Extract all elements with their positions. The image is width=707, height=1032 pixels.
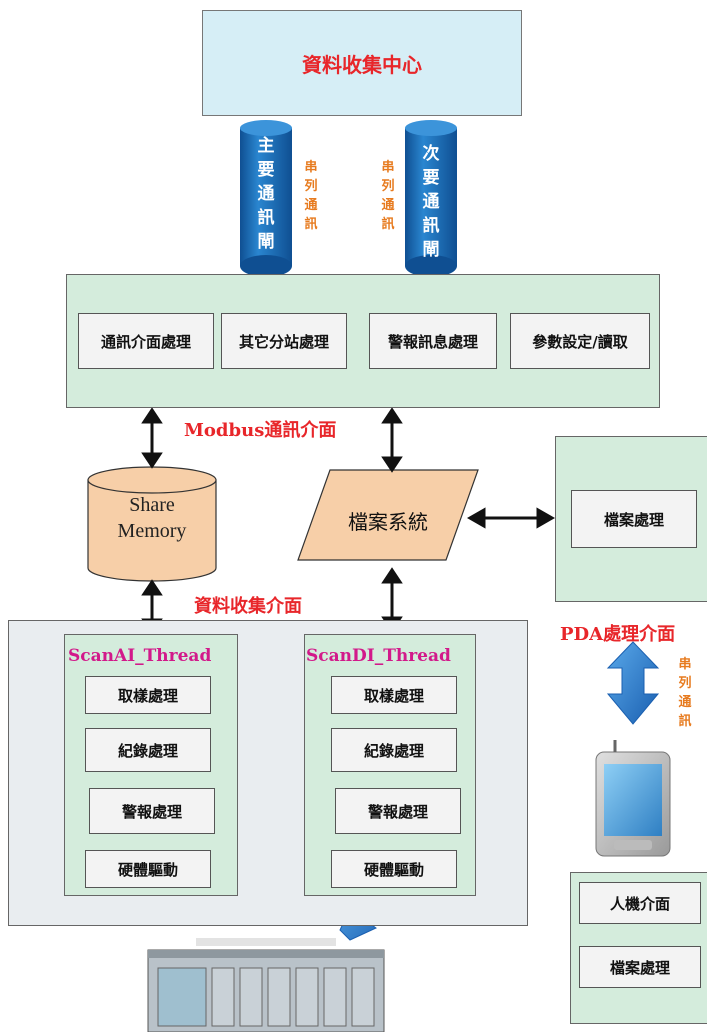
pda-serial-arrow [606, 641, 660, 725]
primary-gateway-label: 主要通訊閘 [257, 136, 275, 252]
scanai-thread-title: ScanAI_Thread [68, 646, 212, 666]
share-memory-cylinder [87, 466, 217, 582]
modbus-box-4: 參數設定/讀取 [510, 313, 650, 369]
pda-interface-label: PDA處理介面 [560, 624, 676, 645]
pda-file-process-box: 檔案處理 [571, 490, 697, 548]
pda-serial-label: 串列通訊 [678, 657, 692, 729]
arrow-modbus-filesystem [381, 407, 403, 473]
secondary-gateway-label: 次要通訊閘 [422, 144, 440, 260]
pda-device-icon [595, 740, 671, 857]
file-system-shape [297, 469, 479, 561]
data-collect-interface-label: 資料收集介面 [194, 596, 302, 617]
share-memory-line2: Memory [117, 520, 187, 542]
serial-label-right: 串列通訊 [381, 160, 395, 232]
scandi-item-1: 取樣處理 [331, 676, 457, 714]
modbus-box-1: 通訊介面處理 [78, 313, 214, 369]
secondary-gateway-cylinder [405, 120, 457, 277]
scandi-item-2: 紀錄處理 [331, 728, 457, 772]
scandi-item-3: 警報處理 [335, 788, 461, 834]
file-system-label: 檔案系統 [348, 509, 428, 534]
modbus-box-2: 其它分站處理 [221, 313, 347, 369]
modbus-box-3: 警報訊息處理 [369, 313, 497, 369]
hardware-rack [147, 938, 385, 1032]
scandi-item-4: 硬體驅動 [331, 850, 457, 888]
arrow-filesystem-pda [466, 507, 556, 529]
pda-hmi-box: 人機介面 [579, 882, 701, 924]
scanai-item-3: 警報處理 [89, 788, 215, 834]
data-collection-center-title: 資料收集中心 [302, 52, 422, 77]
share-memory-line1: Share [129, 494, 175, 516]
share-memory-label: Share Memory [88, 482, 216, 554]
data-collection-center: 資料收集中心 [202, 10, 522, 116]
serial-label-left: 串列通訊 [304, 160, 318, 232]
pda-file-box: 檔案處理 [579, 946, 701, 988]
scanai-item-1: 取樣處理 [85, 676, 211, 714]
scanai-item-2: 紀錄處理 [85, 728, 211, 772]
scandi-thread-title: ScanDI_Thread [306, 646, 451, 666]
arrow-modbus-sharememory [141, 407, 163, 469]
scanai-item-4: 硬體驅動 [85, 850, 211, 888]
modbus-interface-label: Modbus通訊介面 [184, 420, 337, 441]
primary-gateway-cylinder [240, 120, 292, 277]
